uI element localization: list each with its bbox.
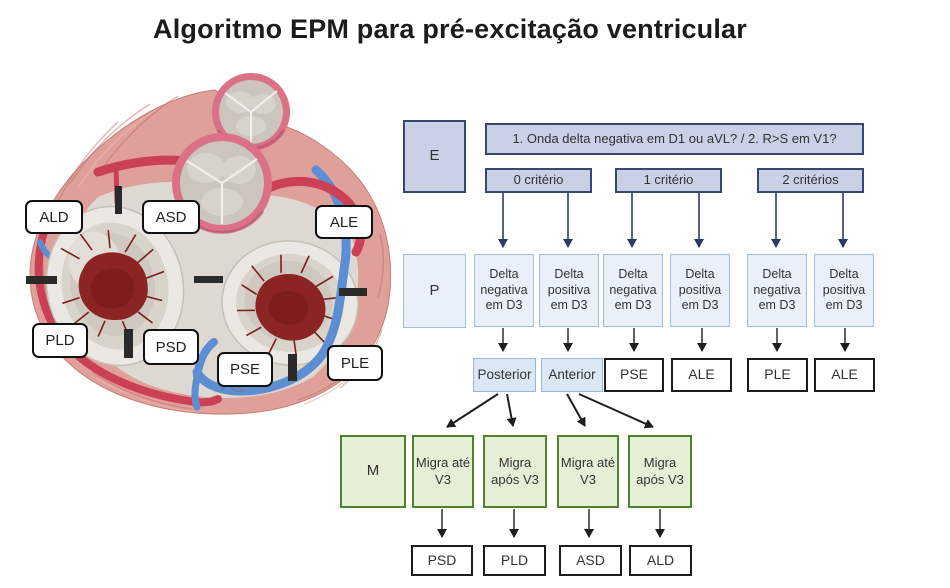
mitral-valve [221, 240, 359, 366]
heart-label-asd: ASD [142, 200, 200, 234]
node-criteria-0: 0 critério [485, 168, 592, 193]
node-delta-5: Delta positiva em D3 [814, 254, 874, 327]
node-migra-1: Migra após V3 [483, 435, 547, 508]
node-migra-2: Migra até V3 [557, 435, 619, 508]
node-delta-3: Delta positiva em D3 [670, 254, 730, 327]
node-ald: ALD [629, 545, 692, 576]
node-criteria-2: 2 critérios [757, 168, 864, 193]
node-letter-m: M [340, 435, 406, 508]
node-letter-e: E [403, 120, 466, 193]
pulmonary-valve [212, 73, 290, 151]
node-letter-p: P [403, 254, 466, 328]
heart-label-ale: ALE [315, 205, 373, 239]
node-posterior: Posterior [473, 358, 536, 392]
node-migra-3: Migra após V3 [628, 435, 692, 508]
node-delta-1: Delta positiva em D3 [539, 254, 599, 327]
page-title: Algoritmo EPM para pré-excitação ventric… [153, 14, 747, 44]
heart-label-psd: PSD [143, 329, 199, 365]
node-pld: PLD [483, 545, 546, 576]
node-ple: PLE [747, 358, 808, 392]
flow-arrows-black [437, 328, 850, 538]
node-asd: ASD [559, 545, 622, 576]
papillary-muscle-left-heart [236, 254, 341, 358]
node-ale-2: ALE [814, 358, 875, 392]
node-question: 1. Onda delta negativa em D1 ou aVL? / 2… [485, 123, 864, 155]
node-delta-2: Delta negativa em D3 [603, 254, 663, 327]
heart-label-ple: PLE [327, 345, 383, 381]
flow-arrows-navy [498, 193, 848, 248]
tick-marks [26, 186, 367, 381]
node-delta-0: Delta negativa em D3 [474, 254, 534, 327]
heart-label-pld: PLD [32, 323, 88, 358]
heart-label-ald: ALD [25, 200, 83, 234]
node-anterior: Anterior [541, 358, 603, 392]
node-psd: PSD [411, 545, 473, 576]
papillary-muscle-right-heart [60, 230, 165, 337]
node-delta-4: Delta negativa em D3 [747, 254, 807, 327]
heart-label-pse: PSE [217, 352, 273, 387]
node-migra-0: Migra até V3 [412, 435, 474, 508]
coronary-artery-left [34, 228, 222, 407]
node-ale-1: ALE [671, 358, 732, 392]
tricuspid-valve [45, 205, 185, 367]
node-criteria-1: 1 critério [615, 168, 722, 193]
node-pse: PSE [604, 358, 664, 392]
